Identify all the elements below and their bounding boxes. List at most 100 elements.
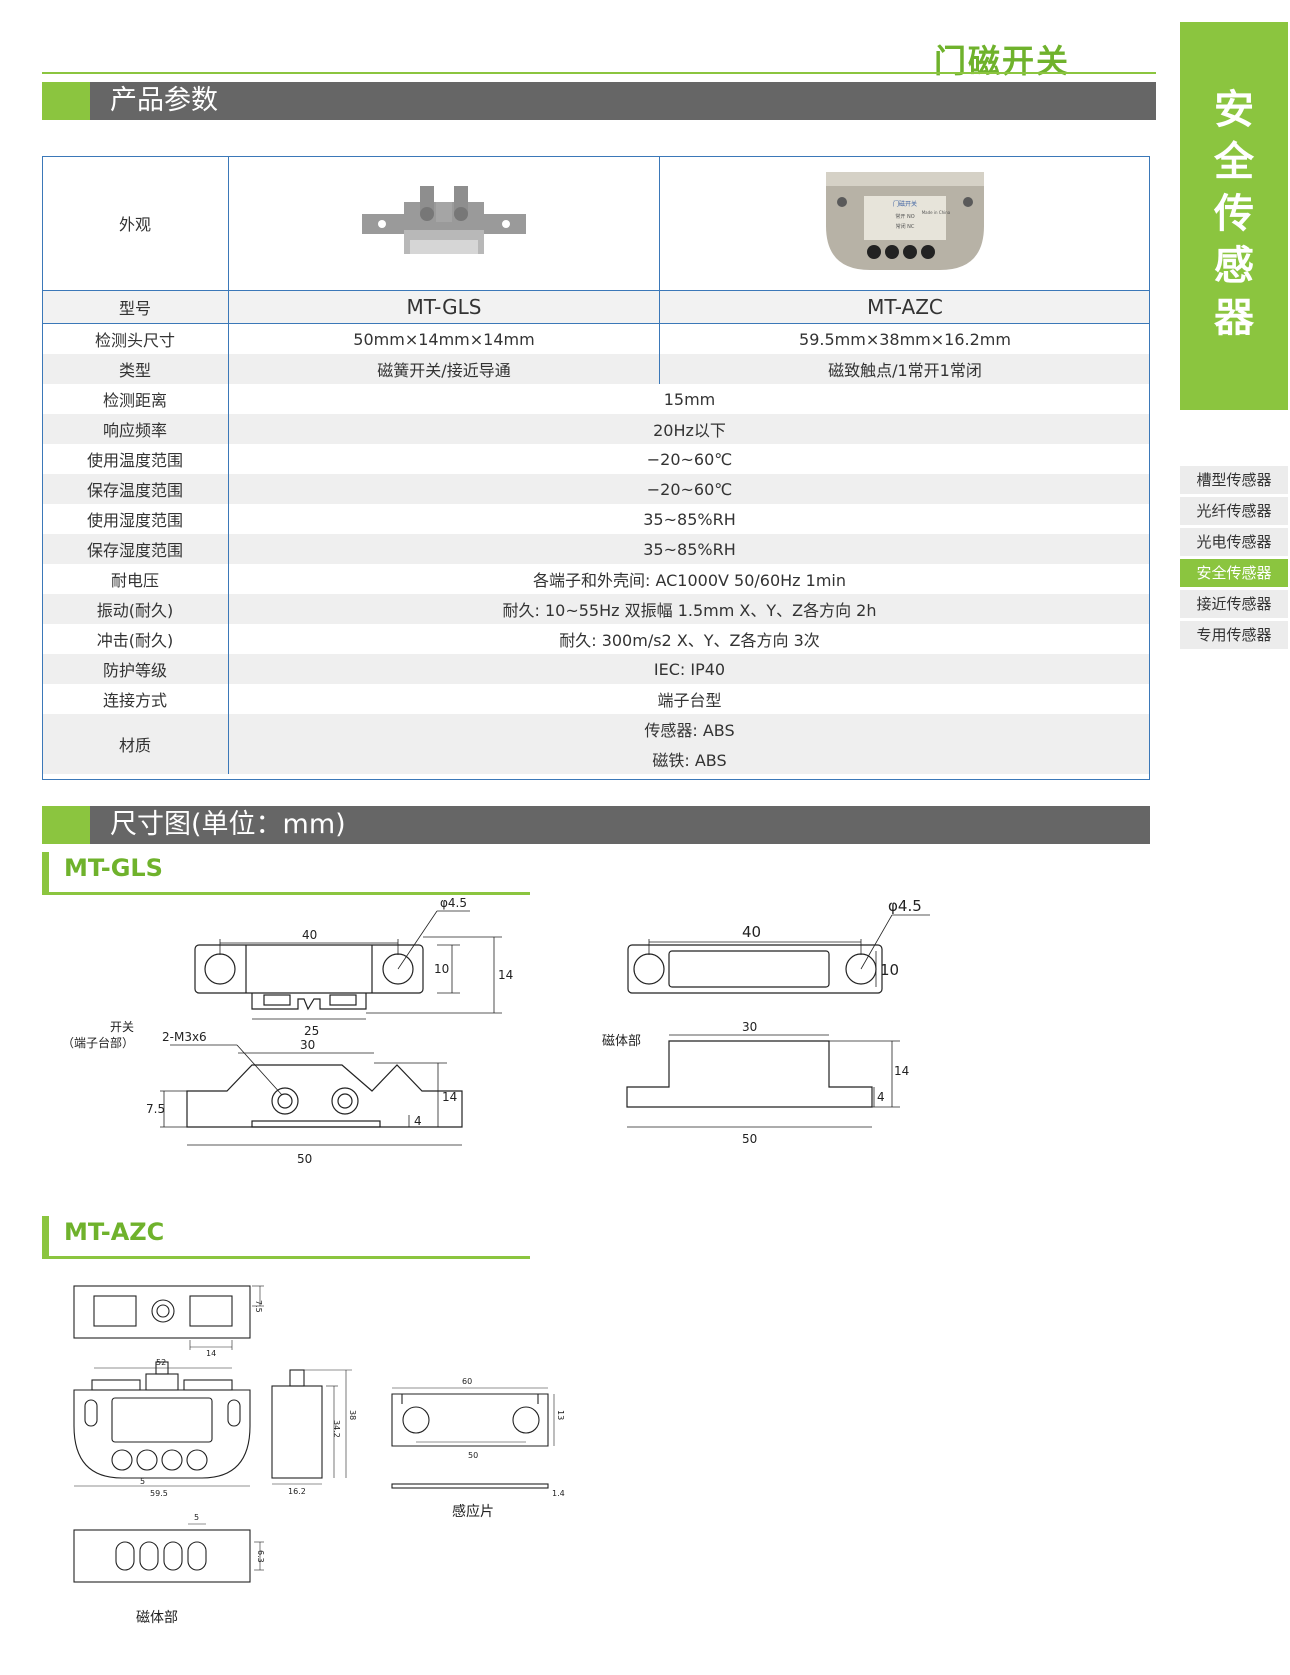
dim-label: 6.3	[256, 1550, 265, 1563]
switch-label: 开关	[110, 1020, 134, 1034]
gls-product-image	[362, 186, 526, 254]
row-label: 检测头尺寸	[42, 323, 229, 354]
gls-heading-text: MT-GLS	[64, 854, 163, 882]
switch-label-sub: （端子台部）	[62, 1035, 134, 1050]
dim-label: 5	[140, 1477, 145, 1486]
dim-label: 14	[498, 968, 513, 982]
dim-label: φ4.5	[888, 897, 922, 915]
spec-row: 类型 磁簧开关/接近导通 磁致触点/1常开1常闭	[42, 354, 1150, 384]
dim-label: 30	[300, 1038, 315, 1052]
sense-plate-label: 感应片	[452, 1503, 494, 1520]
svg-text:常开 NO: 常开 NO	[895, 213, 914, 220]
dim-label: 14	[442, 1090, 457, 1104]
spec-value: IEC: IP40	[228, 654, 1150, 684]
side-nav-item[interactable]: 槽型传感器	[1180, 466, 1288, 494]
spec-value: 35~85%RH	[228, 534, 1150, 564]
gls-dimension-drawing: 40 φ4.5 10 14 25 开关 （端子台部） 2-M3x6 30 7.5…	[62, 896, 930, 1166]
azc-heading: MT-AZC	[42, 1214, 530, 1259]
spec-table: 外观 门磁开关 常开 NO	[42, 156, 1150, 774]
dim-label: 50	[742, 1132, 757, 1146]
dim-label: 16.2	[288, 1487, 306, 1496]
side-category-banner: 安 全 传 感 器	[1180, 22, 1288, 410]
dim-label: 52	[156, 1358, 166, 1367]
svg-text:Made in China: Made in China	[922, 210, 951, 215]
spec-value: 20Hz以下	[228, 414, 1150, 444]
dim-label: 40	[742, 923, 761, 941]
spec-value: 50mm×14mm×14mm	[228, 323, 660, 354]
spec-value: 35~85%RH	[643, 509, 736, 529]
side-nav-item[interactable]: 专用传感器	[1180, 621, 1288, 649]
spec-value: 耐久: 10~55Hz 双振幅 1.5mm X、Y、Z各方向 2h	[228, 594, 1150, 624]
dim-label: 40	[302, 928, 317, 942]
model-gls: MT-GLS	[228, 290, 660, 324]
spec-value: 磁簧开关/接近导通	[228, 354, 660, 384]
row-label: 振动(耐久)	[42, 594, 229, 624]
row-label: 冲击(耐久)	[42, 624, 229, 654]
dim-label: 59.5	[150, 1489, 168, 1498]
row-label: 型号	[42, 290, 229, 324]
section-bar-params: 产品参数	[42, 82, 1156, 120]
dim-label: 25	[304, 1024, 319, 1038]
spec-value: −20~60℃	[228, 474, 1150, 504]
spec-row: 使用湿度范围 35~85%RH	[42, 504, 1150, 534]
side-nav-item[interactable]: 光纤传感器	[1180, 497, 1288, 525]
header-divider	[42, 72, 1156, 74]
dim-label: 14	[894, 1064, 909, 1078]
gls-photo-cell	[228, 156, 660, 291]
row-label: 保存温度范围	[42, 474, 229, 504]
spec-value: 耐久: 300m/s2 X、Y、Z各方向 3次	[559, 631, 820, 650]
dim-label: 50	[297, 1152, 312, 1166]
dim-label: 7.5	[146, 1102, 165, 1116]
spec-row: 耐电压各端子和外壳间: AC1000V 50/60Hz 1min	[42, 564, 1150, 594]
spec-row: 检测距离 15mm	[42, 384, 1150, 414]
dim-label: φ4.5	[440, 896, 467, 910]
spec-value: 15mm	[663, 389, 716, 409]
spec-row: 使用温度范围−20~60℃	[42, 444, 1150, 474]
side-nav-item[interactable]: 接近传感器	[1180, 590, 1288, 618]
side-nav: 槽型传感器 光纤传感器 光电传感器 安全传感器 接近传感器 专用传感器	[1180, 466, 1288, 652]
spec-value: 磁铁: ABS	[228, 744, 1150, 774]
page-title: 门磁开关	[933, 42, 1070, 80]
section-title: 尺寸图(单位：mm)	[110, 809, 346, 840]
spec-value: 端子台型	[657, 691, 722, 710]
row-label: 防护等级	[42, 654, 229, 684]
category-char: 安	[1214, 87, 1254, 133]
spec-value: 各端子和外壳间: AC1000V 50/60Hz 1min	[532, 571, 847, 590]
category-char: 传	[1214, 191, 1254, 237]
row-label: 检测距离	[42, 384, 229, 414]
spec-row: 振动(耐久)耐久: 10~55Hz 双振幅 1.5mm X、Y、Z各方向 2h	[42, 594, 1150, 624]
dim-label: 13	[556, 1410, 565, 1420]
side-nav-item[interactable]: 光电传感器	[1180, 528, 1288, 556]
side-nav-item-active[interactable]: 安全传感器	[1180, 559, 1288, 587]
model-row: 型号 MT-GLS MT-AZC	[42, 290, 1150, 324]
dim-label: 10	[434, 962, 449, 976]
svg-text:常闭 NC: 常闭 NC	[896, 223, 915, 230]
spec-value: 传感器: ABS	[228, 714, 1150, 744]
dim-label: 1.4	[552, 1489, 565, 1498]
section-bar-dims: 尺寸图(单位：mm)	[42, 806, 1150, 844]
dim-label: 38	[348, 1410, 357, 1420]
category-char: 全	[1214, 139, 1254, 185]
spec-row: 材质 传感器: ABS	[42, 714, 1150, 774]
spec-value: −20~60℃	[646, 449, 733, 469]
section-title: 产品参数	[110, 85, 218, 116]
svg-text:门磁开关: 门磁开关	[893, 200, 917, 208]
model-azc: MT-AZC	[659, 290, 1150, 324]
row-label: 类型	[42, 354, 229, 384]
row-label: 使用湿度范围	[42, 504, 229, 534]
dim-label: 50	[468, 1451, 478, 1460]
spec-row: 连接方式端子台型	[42, 684, 1150, 714]
dim-label: 7.5	[254, 1300, 263, 1313]
dim-label: 4	[877, 1090, 885, 1104]
spec-row: 磁铁: ABS	[42, 744, 1150, 774]
azc-product-image: 门磁开关 常开 NO 常闭 NC Made in China	[826, 172, 984, 270]
spec-row: 检测头尺寸 50mm×14mm×14mm 59.5mm×38mm×16.2mm	[42, 323, 1150, 354]
row-label: 保存湿度范围	[42, 534, 229, 564]
category-char: 器	[1214, 295, 1254, 341]
dim-label: 34.2	[332, 1420, 341, 1438]
dim-label: 4	[414, 1114, 422, 1128]
dim-label: 14	[206, 1349, 216, 1358]
